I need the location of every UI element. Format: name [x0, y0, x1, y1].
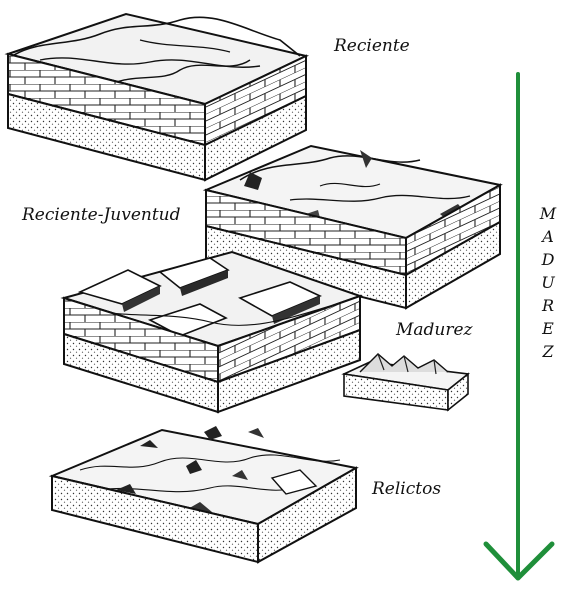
label-reciente-juventud: Reciente-Juventud: [22, 205, 181, 225]
block-madurez-small: [344, 354, 468, 410]
vertical-madurez-label: M A D U R E Z: [536, 202, 560, 363]
label-relictos: Relictos: [372, 479, 441, 499]
vertical-letter: U: [541, 271, 554, 294]
block-reciente: [8, 14, 306, 180]
vertical-letter: M: [540, 202, 556, 225]
vertical-letter: D: [542, 248, 555, 271]
vertical-letter: E: [542, 317, 554, 340]
vertical-letter: Z: [542, 340, 553, 363]
vertical-letter: R: [542, 294, 554, 317]
label-reciente: Reciente: [334, 36, 410, 56]
vertical-letter: A: [542, 225, 554, 248]
block-relictos: [52, 426, 356, 562]
label-madurez: Madurez: [396, 320, 473, 340]
